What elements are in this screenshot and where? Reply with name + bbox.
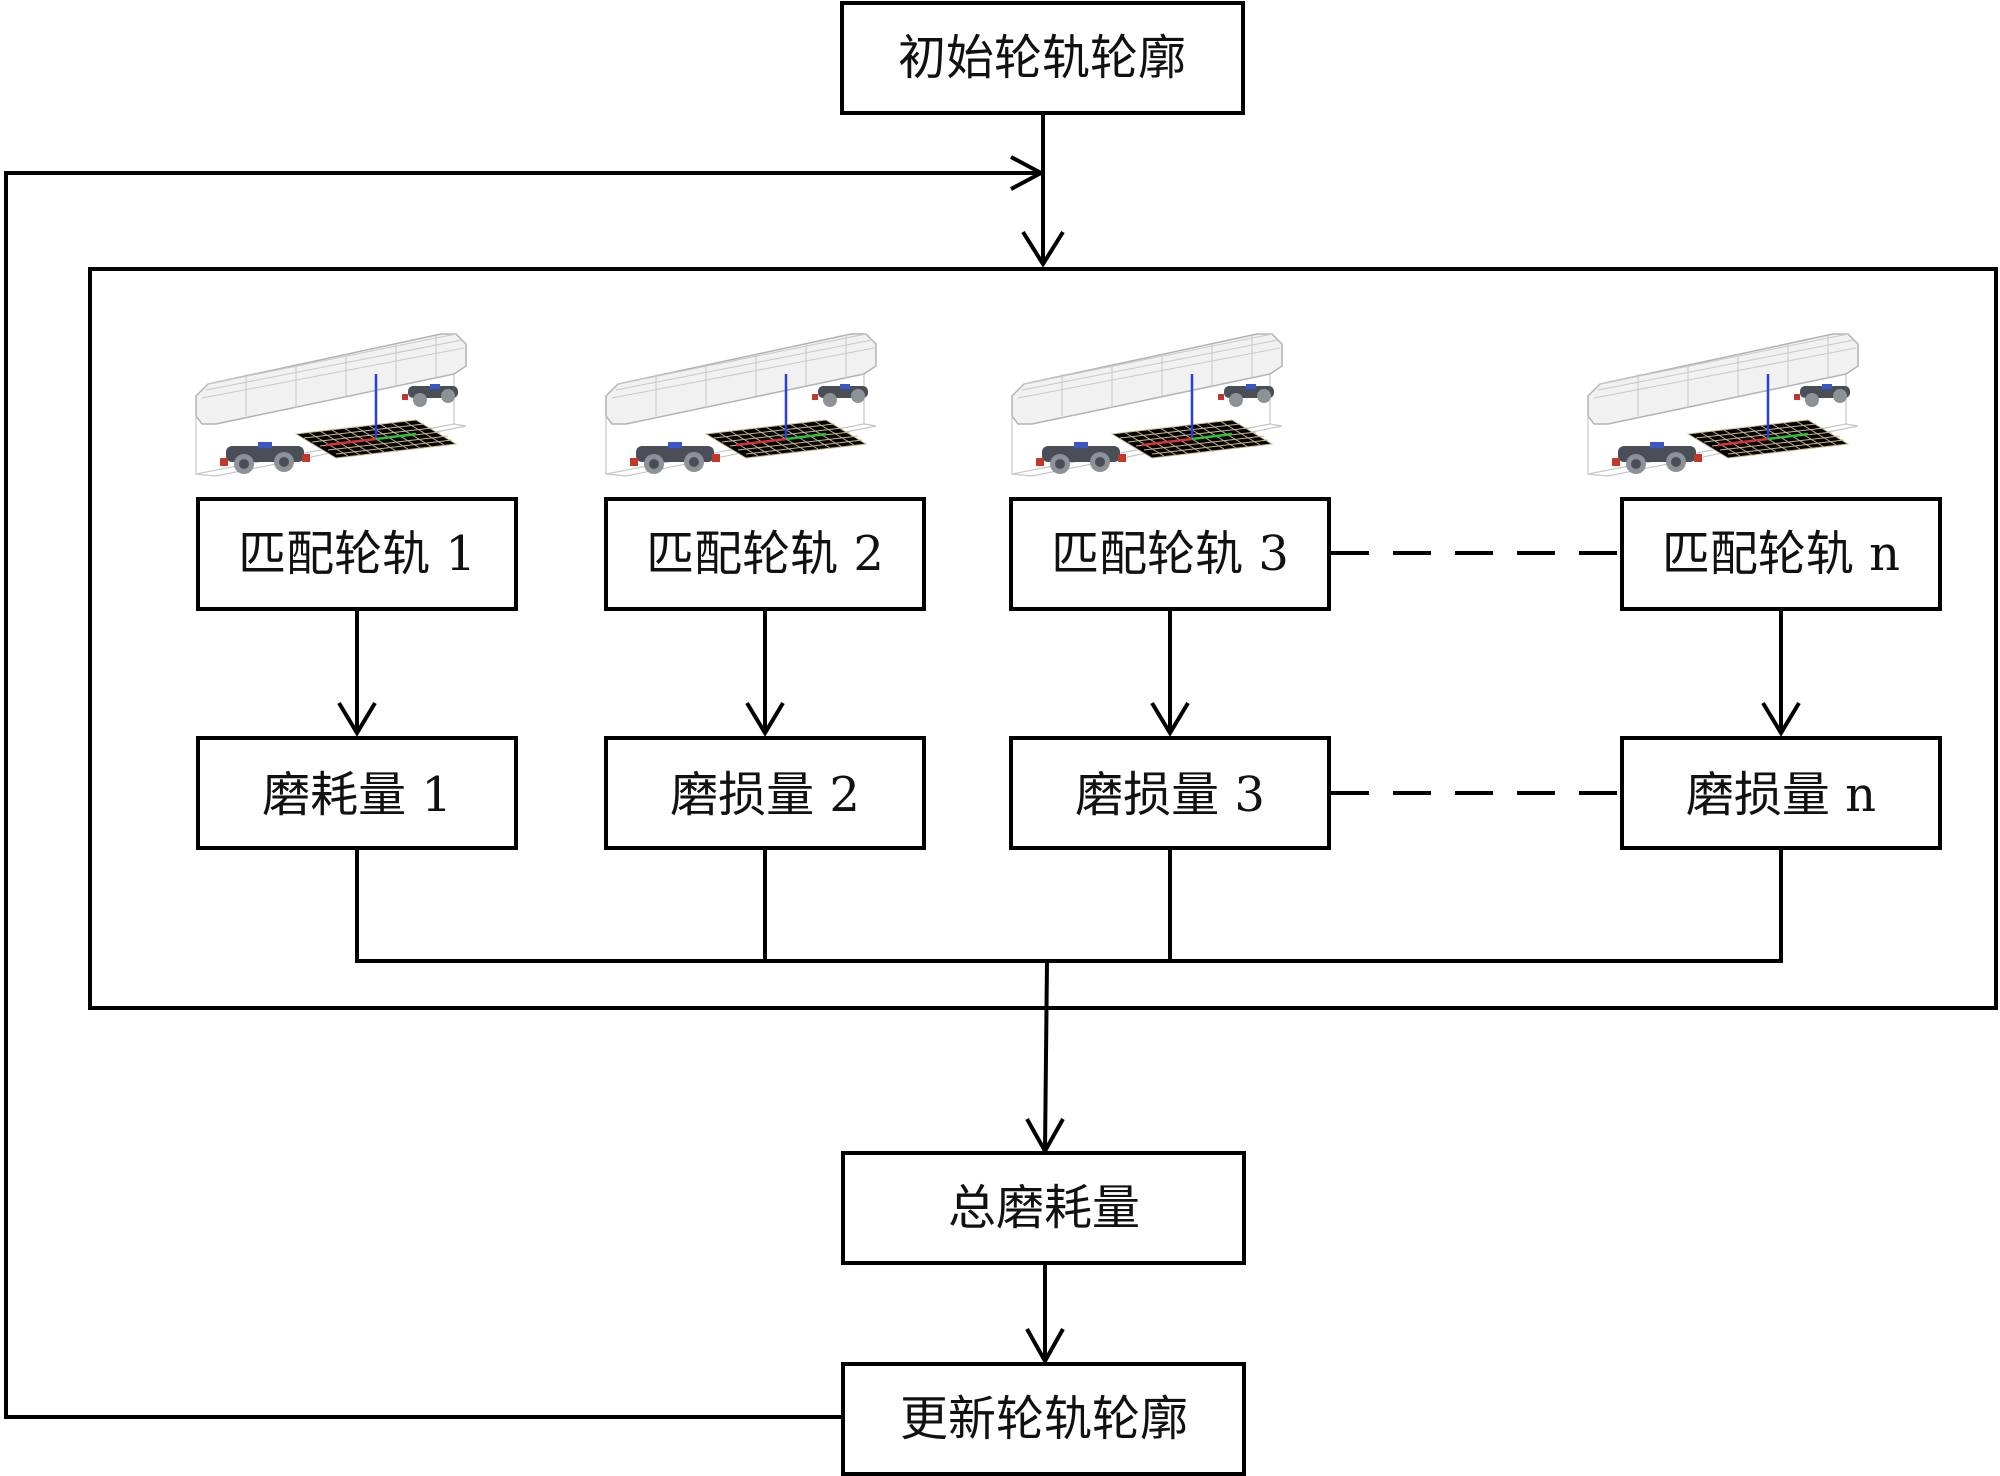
match-1-label: 匹配轮轨 1: [238, 526, 476, 582]
node-wear-1: 磨耗量 1: [196, 736, 518, 850]
vehicle-model-3: [1010, 332, 1284, 478]
arrow-bus-to-total: [1043, 960, 1049, 1152]
node-match-2: 匹配轮轨 2: [604, 497, 926, 611]
initial-profile-label: 初始轮轨轮廓: [898, 30, 1186, 86]
wear-n-label: 磨损量 n: [1686, 767, 1876, 823]
node-match-1: 匹配轮轨 1: [196, 497, 518, 611]
wear-1-label: 磨耗量 1: [262, 767, 452, 823]
arrowhead-update: [1025, 1328, 1065, 1366]
feedback-loop-line: [4, 171, 1041, 1419]
node-match-3: 匹配轮轨 3: [1009, 497, 1331, 611]
wear-3-label: 磨损量 3: [1075, 767, 1265, 823]
node-initial-profile: 初始轮轨轮廓: [840, 1, 1245, 115]
node-wear-n: 磨损量 n: [1620, 736, 1942, 850]
vehicle-model-1: [194, 332, 468, 478]
node-update-profile: 更新轮轨轮廓: [841, 1362, 1246, 1476]
connectors: [4, 113, 1801, 1419]
arrowhead-wearn: [1761, 701, 1801, 737]
update-profile-label: 更新轮轨轮廓: [900, 1391, 1188, 1447]
node-wear-2: 磨损量 2: [604, 736, 926, 850]
arrowhead-wear1: [337, 701, 377, 737]
arrowhead-feedback: [1010, 155, 1046, 191]
arrowhead-loop-entry: [1021, 230, 1065, 268]
total-wear-label: 总磨耗量: [948, 1180, 1140, 1236]
simulation-group-frame: [88, 267, 1998, 1010]
arrowhead-wear3: [1150, 701, 1190, 737]
wear-2-label: 磨损量 2: [670, 767, 860, 823]
vehicle-model-n: [1586, 332, 1860, 478]
match-2-label: 匹配轮轨 2: [646, 526, 884, 582]
node-total-wear: 总磨耗量: [841, 1151, 1246, 1265]
arrowhead-wear2: [745, 701, 785, 737]
node-match-n: 匹配轮轨 n: [1620, 497, 1942, 611]
node-wear-3: 磨损量 3: [1009, 736, 1331, 850]
match-3-label: 匹配轮轨 3: [1051, 526, 1289, 582]
match-n-label: 匹配轮轨 n: [1662, 526, 1900, 582]
vehicle-model-2: [604, 332, 878, 478]
